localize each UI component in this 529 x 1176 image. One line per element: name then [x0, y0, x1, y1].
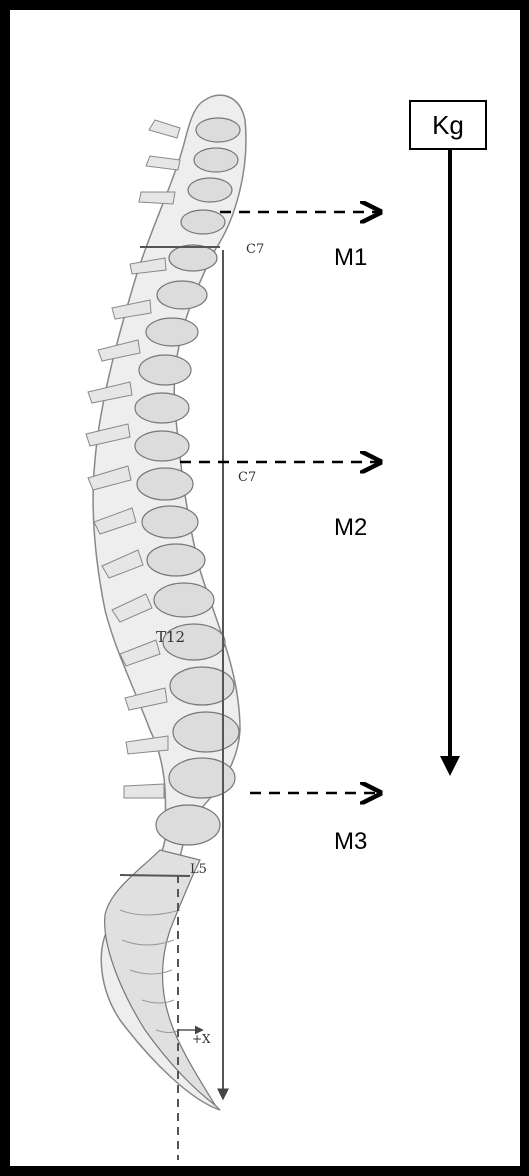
c7-top-label: C7 [246, 242, 264, 257]
spine-diagram [10, 10, 520, 1166]
l5-label: L5 [190, 862, 207, 877]
figure-frame: Kg M1 M2 M3 C7 C7 T12 L5 +X [10, 10, 520, 1166]
weight-label: Kg [411, 102, 485, 148]
x-offset-label: +X [192, 1032, 211, 1046]
m3-label: M3 [334, 828, 367, 856]
l5-horizontal-line [120, 875, 190, 876]
m2-label: M2 [334, 514, 367, 542]
t12-label: T12 [156, 628, 185, 646]
m1-label: M1 [334, 244, 367, 272]
c7-mid-label: C7 [238, 470, 256, 485]
weight-box: Kg [409, 100, 487, 150]
